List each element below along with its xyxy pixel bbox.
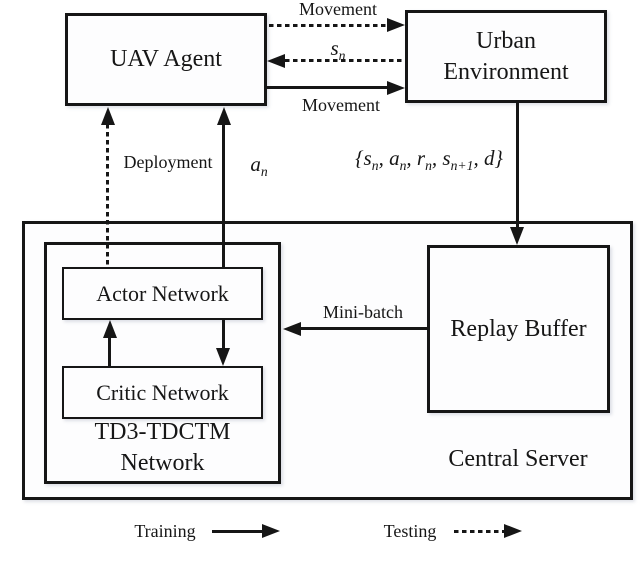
central-server-label: Central Server [448,446,588,472]
urban-environment-label-line2: Environment [443,58,569,85]
mini-batch-label: Mini-batch [323,302,403,322]
actor-to-critic-arrowhead-icon [216,348,230,366]
critic-to-actor-line [108,337,111,366]
testing-arrowhead-icon [504,524,522,538]
urban-environment-label: Urban Environment [443,26,568,88]
testing-arrow-line [454,530,506,533]
environment-to-replay-arrowhead-icon [510,227,524,245]
training-arrowhead-icon [262,524,280,538]
td3-tdctm-network-label-line1: TD3-TDCTM [94,419,231,445]
deployment-dashed-line [106,124,109,267]
urban-to-uav-arrowhead-icon [267,54,285,68]
urban-to-uav-dashed-line [285,59,405,62]
deployment-label: Deployment [123,152,213,172]
state-sn-label: sn [330,36,346,64]
urban-environment-box: Urban Environment [405,10,607,103]
movement-bottom-label: Movement [302,95,380,115]
transition-tuple-label: {sn, an, rn, sn+1, d} [355,146,503,174]
actor-to-critic-line [222,320,225,349]
movement-top-label: Movement [299,0,377,19]
critic-network-box: Critic Network [62,366,263,419]
uav-agent-label: UAV Agent [110,46,222,72]
action-arrowhead-icon [217,107,231,125]
td3-tdctm-network-label: TD3-TDCTM Network [47,417,278,479]
critic-to-actor-arrowhead-icon [103,320,117,338]
td3-tdctm-network-label-line2: Network [120,450,205,476]
testing-label: Testing [383,521,437,541]
uav-to-urban-solid-arrowhead-icon [387,81,405,95]
urban-environment-label-line1: Urban [476,27,536,54]
actor-network-label: Actor Network [96,281,229,306]
deployment-arrowhead-icon [101,107,115,125]
uav-to-urban-dashed-line [269,24,387,27]
training-label: Training [134,521,196,541]
action-an-label: an [250,152,268,180]
uav-to-urban-solid-line [267,86,387,89]
training-arrow-line [212,530,264,533]
actor-network-box: Actor Network [62,267,263,320]
critic-network-label: Critic Network [96,380,229,405]
replay-buffer-label: Replay Buffer [450,315,587,342]
replay-buffer-box: Replay Buffer [427,245,610,413]
environment-to-replay-line [516,103,519,228]
mini-batch-arrowhead-icon [283,322,301,336]
uav-to-urban-arrowhead-icon [387,18,405,32]
uav-agent-box: UAV Agent [65,13,267,106]
mini-batch-line [300,327,427,330]
action-solid-line [222,124,225,267]
